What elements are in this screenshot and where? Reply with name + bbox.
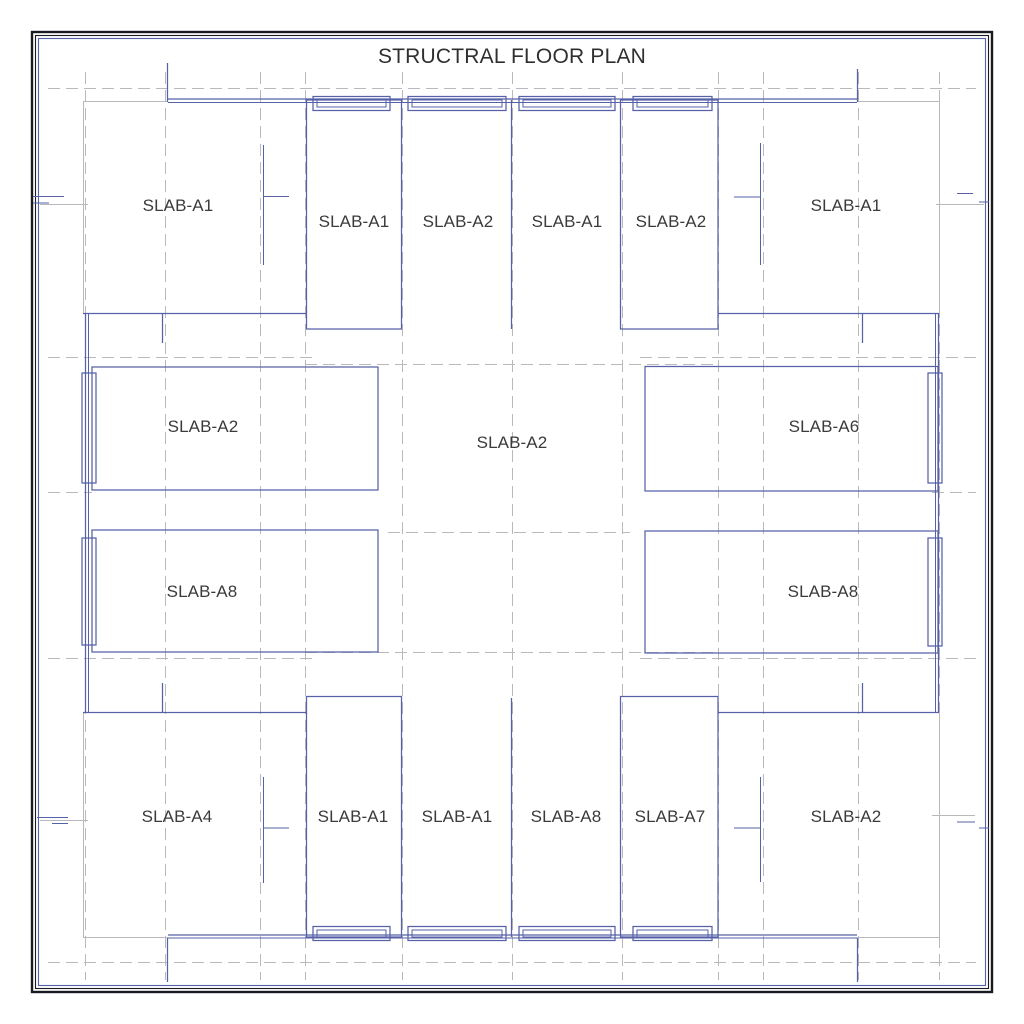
slab-label: SLAB-A1 [421,807,493,826]
slab-label: SLAB-A1 [531,212,603,231]
slab-label: SLAB-A2 [476,433,548,452]
slab-label: SLAB-A8 [787,582,859,601]
slab-label: SLAB-A7 [634,807,706,826]
drawing-title: STRUCTRAL FLOOR PLAN [377,45,647,68]
sheet-frame [30,30,994,994]
slab-label: SLAB-A1 [810,196,882,215]
slab-label: SLAB-A1 [318,212,390,231]
slab-label: SLAB-A1 [317,807,389,826]
slab-label: SLAB-A1 [142,196,214,215]
construction-lines [40,101,984,938]
slab-label: SLAB-A2 [422,212,494,231]
slab-outlines-bottom [83,683,939,982]
slab-label: SLAB-A6 [788,417,860,436]
slab-label: SLAB-A4 [141,807,213,826]
slab-label: SLAB-A2 [635,212,707,231]
slab-label: SLAB-A2 [167,417,239,436]
slab-label: SLAB-A8 [166,582,238,601]
slab-label: SLAB-A8 [530,807,602,826]
section-marks [33,143,989,883]
slab-outlines-middle [81,313,943,712]
slab-outlines-top [83,63,939,343]
slab-label: SLAB-A2 [810,807,882,826]
